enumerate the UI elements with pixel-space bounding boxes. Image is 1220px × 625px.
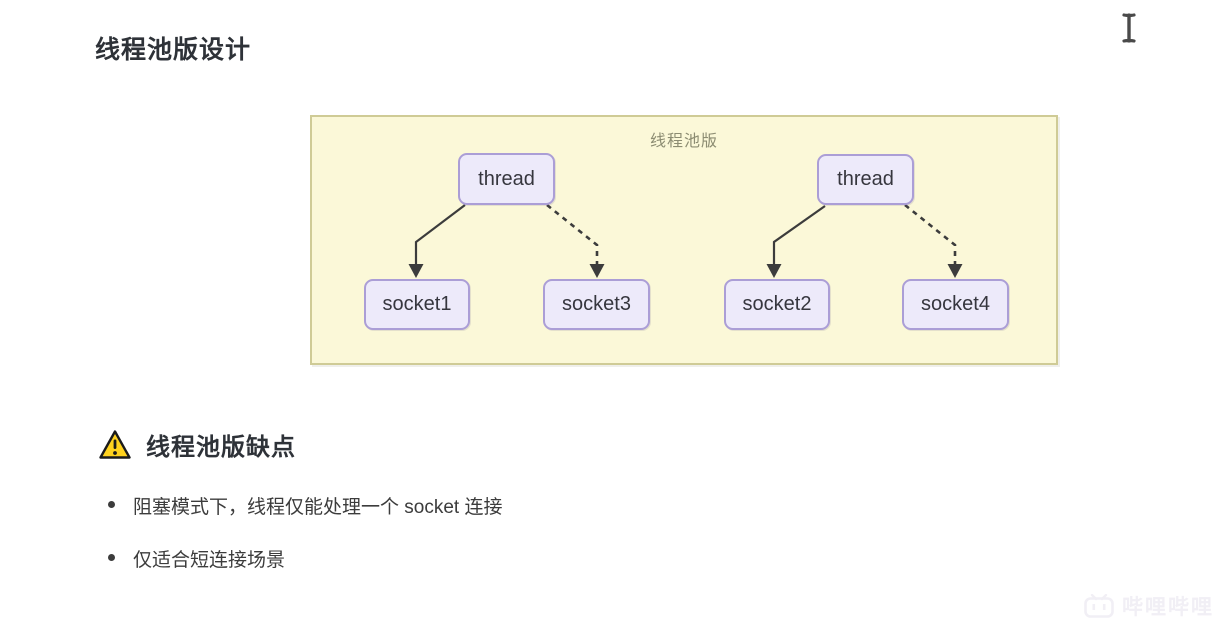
bullet-icon <box>108 501 115 508</box>
edge-thread1-socket3 <box>546 203 605 278</box>
node-thread-2: thread <box>817 154 914 205</box>
node-socket1: socket1 <box>364 279 470 330</box>
warning-heading: 线程池版缺点 <box>146 434 296 461</box>
warning-triangle-icon <box>99 429 131 459</box>
diagram-arrows <box>408 203 963 278</box>
watermark-text: 哔哩哔哩 <box>1122 596 1214 619</box>
watermark: 哔哩哔哩 <box>1084 591 1214 621</box>
list-item: 阻塞模式下，线程仅能处理一个 socket 连接 <box>108 492 502 519</box>
drawback-list: 阻塞模式下，线程仅能处理一个 socket 连接 仅适合短连接场景 <box>108 492 502 598</box>
list-item-text: 仅适合短连接场景 <box>133 550 286 571</box>
text-ibeam-cursor <box>1122 13 1136 43</box>
diagram-title: 线程池版 <box>649 133 718 150</box>
warning-heading-row: 线程池版缺点 <box>98 427 296 462</box>
edge-thread2-socket2 <box>766 205 826 278</box>
node-thread-1: thread <box>458 153 555 205</box>
thread-pool-diagram-panel: 线程池版 thread thread socket1 socket3 socke… <box>310 115 1058 365</box>
tv-logo-icon <box>1084 594 1114 618</box>
list-item-text: 阻塞模式下，线程仅能处理一个 socket 连接 <box>133 497 503 518</box>
node-socket3: socket3 <box>543 279 650 330</box>
edge-thread1-socket1 <box>408 204 466 278</box>
edge-thread2-socket4 <box>904 203 963 278</box>
page-title: 线程池版设计 <box>95 36 252 64</box>
list-item: 仅适合短连接场景 <box>108 545 502 572</box>
bullet-icon <box>108 554 115 561</box>
node-socket4: socket4 <box>902 279 1009 330</box>
node-socket2: socket2 <box>724 279 830 330</box>
